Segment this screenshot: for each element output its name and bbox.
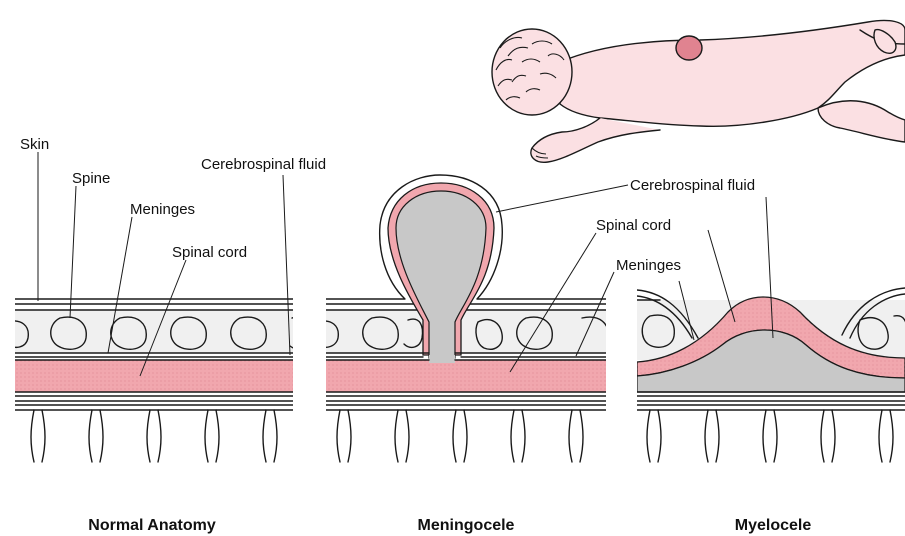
infant-lesion [676, 36, 702, 60]
label-spinal-cord-meningocele: Spinal cord [596, 217, 671, 234]
label-spine: Spine [72, 170, 110, 187]
nerve-roots [15, 410, 293, 462]
label-meninges-meningocele: Meninges [616, 257, 681, 274]
label-meninges: Meninges [130, 201, 195, 218]
infant-leg [818, 101, 905, 142]
infant-head [492, 29, 572, 115]
label-skin: Skin [20, 136, 49, 153]
panel-myelocele [637, 288, 905, 462]
label-spinal-cord: Spinal cord [172, 244, 247, 261]
infant-arm [531, 118, 660, 162]
infant-illustration [492, 20, 905, 162]
caption-normal-anatomy: Normal Anatomy [88, 517, 216, 534]
nerve-root-shape [89, 410, 103, 462]
panel-meningocele [316, 175, 608, 462]
caption-myelocele: Myelocele [735, 517, 812, 534]
caption-meningocele: Meningocele [418, 517, 515, 534]
label-csf: Cerebrospinal fluid [201, 156, 326, 173]
label-csf-meningocele: Cerebrospinal fluid [630, 177, 755, 194]
panel-normal-anatomy [2, 299, 312, 462]
